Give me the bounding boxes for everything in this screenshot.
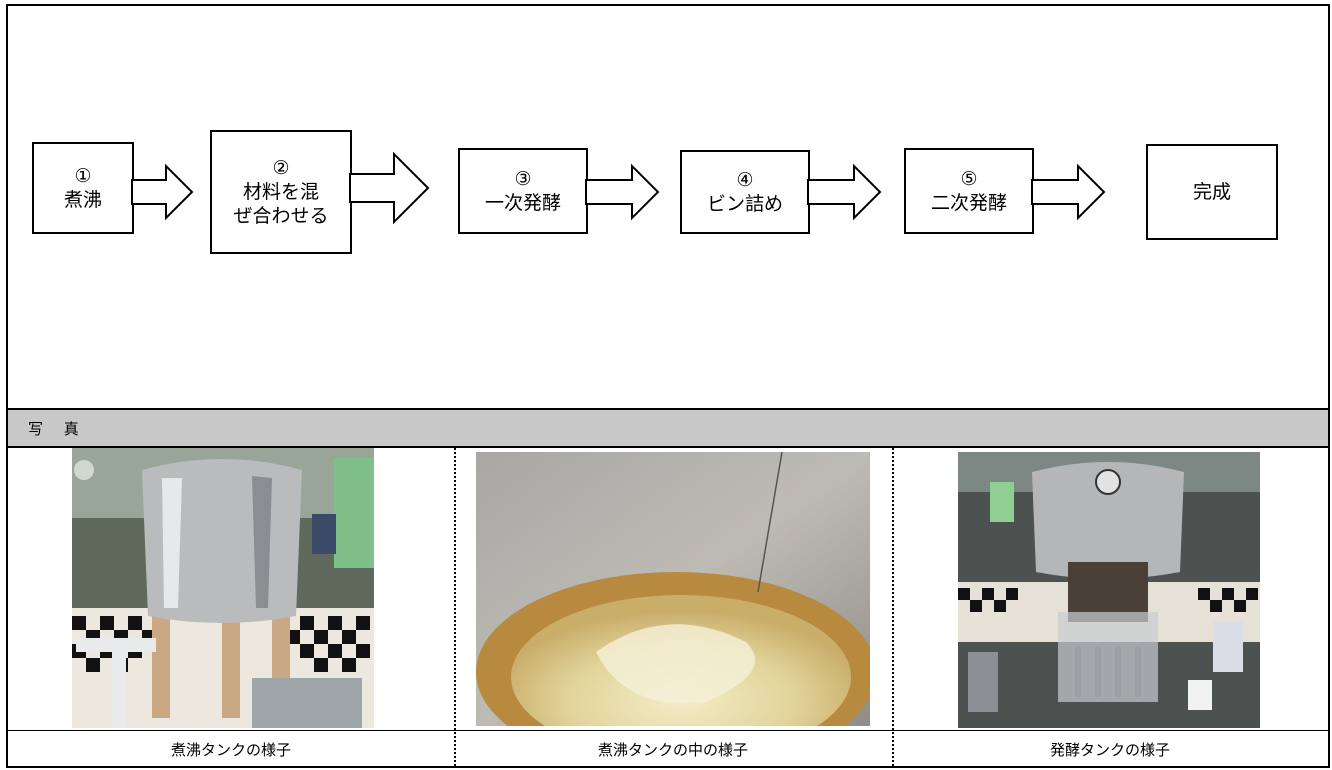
step-label: 煮沸: [63, 189, 102, 211]
flow-step-complete: 完成: [1146, 144, 1278, 240]
step-label: 一次発酵: [484, 192, 561, 214]
process-flow: ① 煮沸 ② 材料を混 ぜ合わせる ③ 一次発酵 ④ ビン詰め: [8, 6, 1328, 408]
photo-divider: [454, 448, 456, 766]
document-frame: ① 煮沸 ② 材料を混 ぜ合わせる ③ 一次発酵 ④ ビン詰め: [6, 4, 1330, 768]
flow-step-secondary-fermentation: ⑤ 二次発酵: [904, 148, 1034, 234]
step-number: ③: [514, 168, 532, 190]
caption-boiling-tank: 煮沸タンクの様子: [170, 740, 291, 759]
step-label-line-2: ぜ合わせる: [233, 205, 329, 227]
photo-divider: [892, 448, 894, 766]
caption-fermentation-tank: 発酵タンクの様子: [1049, 740, 1170, 759]
arrow-icon: [131, 163, 194, 221]
photos-section-header: 写 真: [8, 408, 1328, 448]
step-number: ⑤: [960, 168, 978, 190]
flow-step-bottling: ④ ビン詰め: [680, 150, 810, 234]
step-number: ④: [736, 169, 754, 191]
fermentation-tank-photo: [958, 452, 1260, 728]
step-label: 完成: [1192, 181, 1231, 203]
flow-step-primary-fermentation: ③ 一次発酵: [458, 148, 588, 234]
step-number: ①: [74, 165, 92, 187]
caption-boiling-tank-interior: 煮沸タンクの中の様子: [597, 740, 748, 759]
step-label-line-1: 材料を混: [242, 181, 319, 203]
arrow-icon: [349, 151, 430, 225]
caption-row: 煮沸タンクの様子 煮沸タンクの中の様子 発酵タンクの様子: [8, 730, 1328, 766]
step-number: ②: [272, 157, 290, 179]
flow-step-boil: ① 煮沸: [32, 142, 134, 234]
flow-step-mix: ② 材料を混 ぜ合わせる: [210, 130, 352, 254]
step-label: ビン詰め: [706, 193, 783, 215]
boiling-tank-photo: [72, 448, 374, 728]
arrow-icon: [807, 163, 882, 221]
step-label: 二次発酵: [930, 192, 1007, 214]
arrow-icon: [1031, 163, 1106, 221]
arrow-icon: [585, 163, 660, 221]
boiling-tank-interior-photo: [476, 452, 870, 726]
